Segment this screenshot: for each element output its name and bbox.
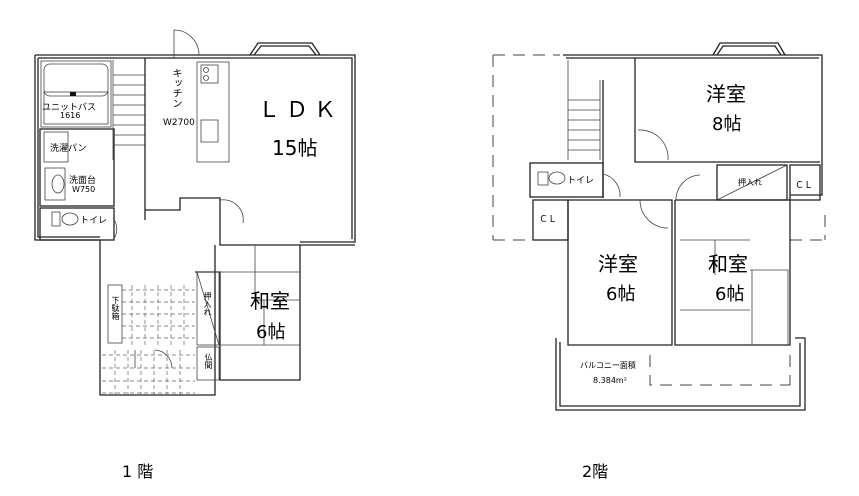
oshiire-2f-label: 押入れ [738, 178, 762, 187]
unit-bath-size: 1616 [60, 111, 81, 120]
washer-pan-label: 洗濯パン [50, 144, 87, 154]
closet-a-label: ＣＬ [795, 181, 814, 191]
balcony-area: 8.384m² [593, 376, 627, 385]
floor2-plan [492, 42, 826, 411]
toilet-1f-label: トイレ [80, 216, 108, 226]
yoshitsu6-size: 6帖 [606, 284, 636, 305]
washitsu-2f-size: 6帖 [715, 284, 745, 305]
washbasin-width: W750 [72, 185, 96, 194]
washitsu-1f-name: 和室 [250, 289, 290, 313]
yoshitsu8-size: 8帖 [712, 114, 742, 135]
floor1-caption: 1 階 [122, 462, 154, 481]
floor2-caption: 2階 [582, 462, 609, 481]
washitsu-1f-size: 6帖 [256, 322, 286, 343]
yoshitsu6-name: 洋室 [598, 252, 638, 276]
closet-b-label: ＣＬ [539, 215, 558, 225]
washitsu-2f-name: 和室 [708, 252, 748, 276]
oshiire-1f-label: 押入れ [203, 292, 212, 316]
washbasin-label: 洗面台 [69, 176, 97, 186]
balcony-label: バルコニー面積 [580, 361, 636, 370]
floor1-plan [34, 29, 356, 396]
ldk-name: ＬＤＫ [258, 98, 343, 123]
ldk-size: 15帖 [272, 136, 318, 160]
toilet-2f-label: トイレ [567, 176, 595, 186]
yoshitsu8-name: 洋室 [706, 82, 746, 106]
butsuma-label: 仏間 [204, 353, 213, 369]
unit-bath-label: ユニットバス [42, 103, 97, 113]
geta-bako-label: 下駄箱 [111, 296, 120, 320]
kitchen-label: キッチン [170, 68, 181, 108]
kitchen-width: W2700 [163, 118, 195, 128]
